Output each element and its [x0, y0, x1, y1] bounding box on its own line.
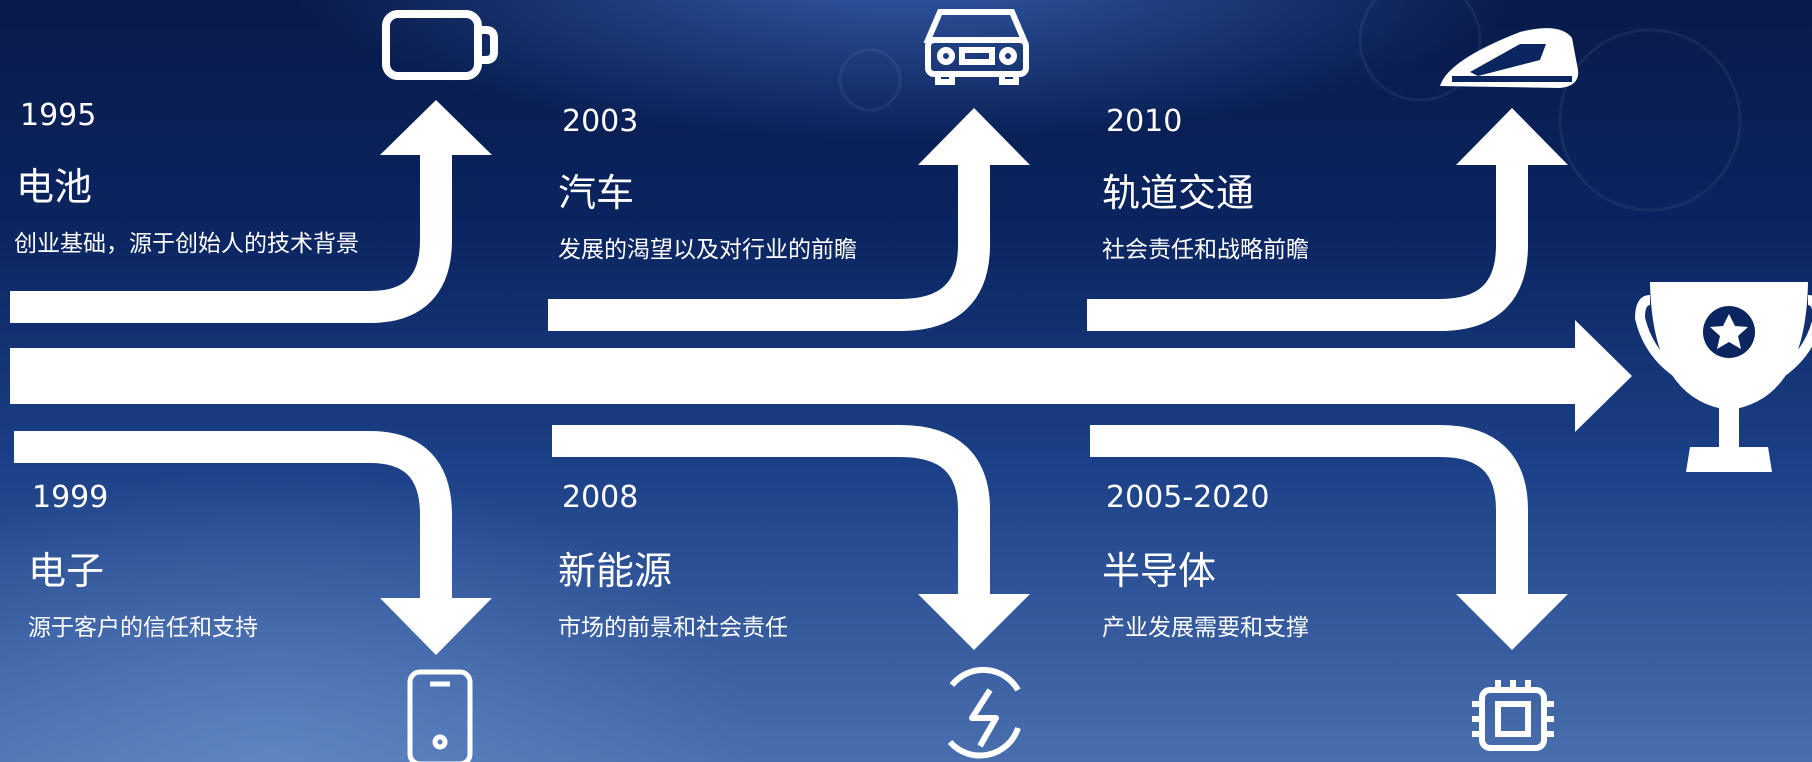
- milestone-4-title: 电子: [28, 549, 105, 593]
- milestone-1-title: 电池: [16, 165, 93, 209]
- battery-icon: [382, 10, 498, 80]
- branch-arrow-up-3: [1087, 108, 1568, 331]
- milestone-1-desc: 创业基础，源于创始人的技术背景: [14, 231, 359, 257]
- milestone-4-year: 1999: [32, 480, 109, 515]
- milestone-6-desc: 产业发展需要和支撑: [1102, 615, 1309, 641]
- chip-icon: [1472, 680, 1554, 751]
- branch-arrow-up-2: [548, 108, 1030, 331]
- milestone-3-year: 2010: [1106, 104, 1183, 139]
- milestone-2-desc: 发展的渴望以及对行业的前瞻: [558, 237, 857, 263]
- milestone-5-desc: 市场的前景和社会责任: [558, 615, 788, 641]
- milestone-2-year: 2003: [562, 104, 639, 139]
- milestone-3-title: 轨道交通: [1102, 171, 1255, 215]
- milestone-4-desc: 源于客户的信任和支持: [28, 615, 258, 641]
- milestone-3-desc: 社会责任和战略前瞻: [1102, 237, 1309, 263]
- trophy-icon: [1634, 282, 1812, 472]
- energy-icon: [947, 666, 1021, 759]
- main-timeline-arrow: [10, 320, 1632, 432]
- branch-arrow-down-2: [552, 425, 1030, 650]
- train-icon: [1440, 28, 1579, 88]
- milestone-2-title: 汽车: [558, 171, 635, 215]
- car-icon: [923, 9, 1029, 85]
- milestone-6-year: 2005-2020: [1106, 480, 1270, 515]
- milestone-1-year: 1995: [20, 98, 97, 133]
- branch-arrow-down-3: [1090, 425, 1568, 650]
- milestone-6-title: 半导体: [1102, 549, 1217, 593]
- milestone-5-year: 2008: [562, 480, 639, 515]
- smartphone-icon: [407, 669, 473, 762]
- background-decoration: [838, 0, 1742, 212]
- branch-arrow-up-1: [10, 100, 492, 323]
- milestone-5-title: 新能源: [558, 549, 673, 593]
- branch-arrow-down-1: [14, 431, 492, 655]
